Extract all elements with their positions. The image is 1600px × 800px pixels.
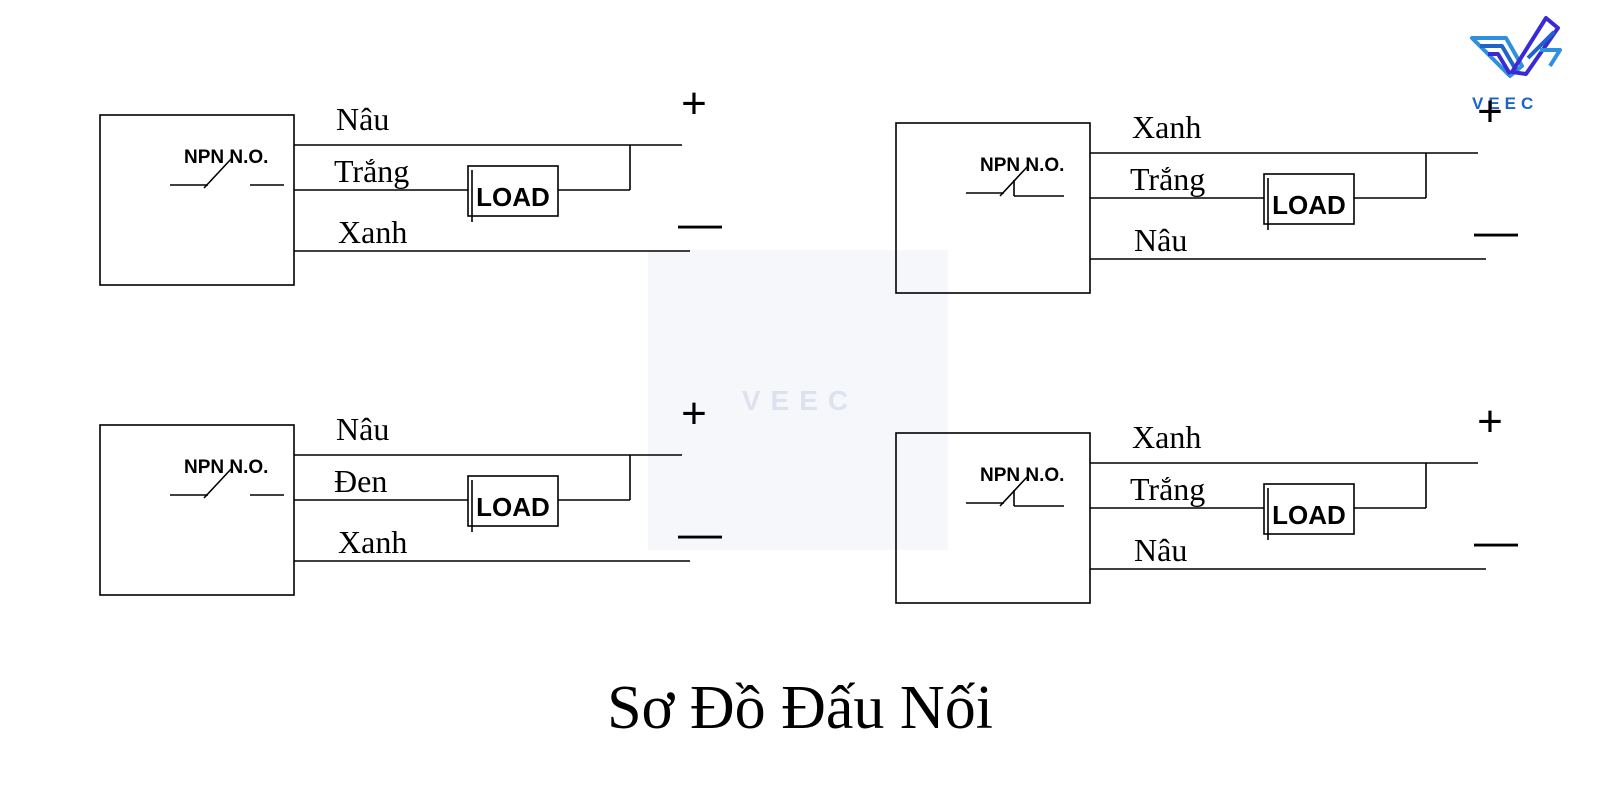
wire-label-top: Nâu [336, 101, 389, 137]
load-box [467, 165, 559, 217]
sensor-body [99, 424, 295, 596]
watermark-panel [648, 250, 948, 550]
load-box [1263, 483, 1355, 535]
wire-label-mid: Trắng [334, 153, 409, 189]
plus-sign: + [681, 389, 707, 438]
load-box [467, 475, 559, 527]
wire-label-top: Nâu [336, 411, 389, 447]
switch-label: NPN N.O. [184, 147, 268, 168]
switch-label: NPN N.O. [980, 465, 1064, 486]
wire-label-top: Xanh [1132, 109, 1201, 145]
wiring-diagram-2: NPN N.O. XanhTrắngNâu LOAD + — [895, 87, 1518, 294]
wiring-diagram-3: NPN N.O. NâuĐenXanh LOAD + — [99, 389, 722, 596]
npn-switch-icon [966, 165, 1064, 197]
minus-sign: — [678, 509, 722, 558]
minus-sign: — [1474, 517, 1518, 566]
switch-blade [203, 467, 233, 499]
load-box [1263, 173, 1355, 225]
plus-sign: + [1477, 87, 1503, 136]
wire-label-bottom: Xanh [338, 524, 407, 560]
sensor-body [99, 114, 295, 286]
sensor-body [895, 432, 1091, 604]
page-title: Sơ Đồ Đấu Nối [607, 674, 993, 742]
wire-label-bottom: Xanh [338, 214, 407, 250]
wire-label-mid: Trắng [1130, 161, 1205, 197]
load-label: LOAD [1272, 500, 1346, 530]
npn-switch-icon [170, 157, 284, 189]
switch-label: NPN N.O. [184, 457, 268, 478]
switch-label: NPN N.O. [980, 155, 1064, 176]
veec-logo: VEEC [1470, 16, 1562, 113]
minus-sign: — [1474, 207, 1518, 256]
veec-logo-mark-icon [1470, 16, 1562, 78]
wire-label-top: Xanh [1132, 419, 1201, 455]
wire-label-mid: Trắng [1130, 471, 1205, 507]
load-label: LOAD [476, 182, 550, 212]
minus-sign: — [678, 199, 722, 248]
npn-switch-icon [966, 475, 1064, 507]
switch-blade [203, 157, 233, 189]
load-label: LOAD [476, 492, 550, 522]
wire-label-bottom: Nâu [1134, 222, 1187, 258]
watermark-text: VEEC [742, 385, 858, 416]
npn-switch-icon [170, 467, 284, 499]
plus-sign: + [681, 79, 707, 128]
wiring-diagram-1: NPN N.O. NâuTrắngXanh LOAD + — [99, 79, 722, 286]
load-label: LOAD [1272, 190, 1346, 220]
wire-label-mid: Đen [334, 463, 387, 499]
veec-logo-text: VEEC [1472, 94, 1538, 113]
wiring-diagram-4: NPN N.O. XanhTrắngNâu LOAD + — [895, 397, 1518, 604]
sensor-body [895, 122, 1091, 294]
wire-label-bottom: Nâu [1134, 532, 1187, 568]
watermark: VEEC [648, 250, 948, 550]
plus-sign: + [1477, 397, 1503, 446]
